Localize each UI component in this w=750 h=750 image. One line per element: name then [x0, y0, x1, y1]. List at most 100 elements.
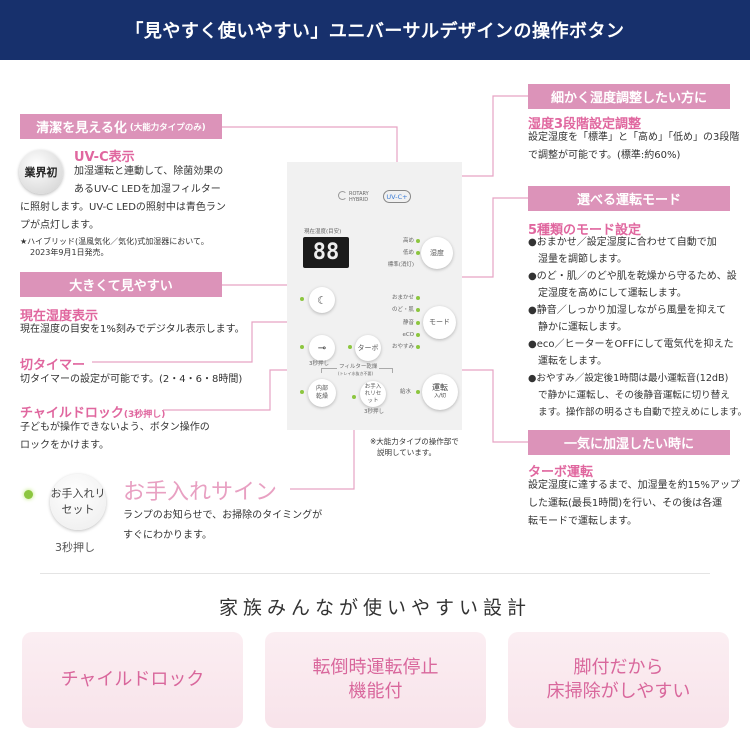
clean-box-note: (大能力タイプのみ) — [129, 122, 206, 133]
display-label: 現在湿度(目安) — [304, 229, 342, 235]
mode-item-line: 静かに運転します。 — [538, 322, 627, 333]
uvc-note: ★ハイブリッド(温風気化／気化)式加湿器において。 — [20, 237, 209, 246]
control-panel: ROTARY HYBRID UV-C+ 現在湿度(目安) 88 高め 低め 標準… — [287, 162, 462, 430]
humidity-level-standard: 標準(消灯) — [387, 262, 414, 268]
key-icon: ⊸ — [317, 342, 327, 354]
clean-box: 清潔を見える化(大能力タイプのみ) — [20, 114, 222, 139]
power-label: 運転 — [432, 383, 448, 392]
modes-heading: 5種類のモード設定 — [528, 223, 642, 238]
water-label: 給水 — [400, 389, 412, 395]
lamp-icon — [416, 251, 420, 255]
humidity-display: 88 — [303, 237, 349, 268]
mode-item-line: 定湿度を高めにして運転します。 — [538, 288, 687, 299]
humidity-heading: 湿度3段階設定調整 — [528, 117, 642, 132]
lamp-icon — [348, 345, 352, 349]
humidity-text: で調整が可能です。(標準:約60%) — [528, 150, 681, 161]
humidity-display-heading: 現在湿度表示 — [20, 309, 99, 324]
humidity-box: 細かく湿度調整したい方に — [528, 84, 730, 109]
timer-text: 切タイマーの設定が可能です。(2・4・6・8時間) — [20, 374, 243, 385]
mode-item-line: で静かに運転し、その後静音運転に切り替え — [538, 390, 730, 401]
uvc-text: プが点灯します。 — [20, 220, 99, 231]
card-line: 脚付だから — [573, 657, 664, 678]
child-lock-text: 子どもが操作できないよう、ボタン操作の — [20, 422, 210, 433]
turbo-box: 一気に加湿したい時に — [528, 430, 730, 455]
humidity-level-high: 高め — [402, 238, 414, 244]
page-title: 「見やすく使いやすい」ユニバーサルデザインの操作ボタン — [0, 0, 750, 60]
section-title: 家族みんなが使いやすい設計 — [218, 597, 531, 619]
mode-item: ●静音／しっかり加湿しながら風量を抑えて静かに運転します。 — [528, 302, 743, 336]
mode-item-line: ●おやすみ／設定後1時間は最小運転音(12dB) — [528, 373, 729, 384]
lock-hold-label: 3秒押し — [309, 361, 329, 367]
lamp-icon — [416, 239, 420, 243]
lamp-icon — [416, 345, 420, 349]
humidity-level-low: 低め — [402, 250, 414, 256]
lamp-icon — [300, 297, 304, 301]
feature-card-child-lock: チャイルドロック — [22, 632, 243, 728]
child-lock-heading-note: (3秒押し) — [123, 410, 166, 420]
lamp-icon — [416, 321, 420, 325]
timer-button[interactable]: ☾ — [309, 287, 335, 313]
modes-list: ●おまかせ／設定湿度に合わせて自動で加湿量を調節します。 ●のど・肌／のどや肌を… — [528, 234, 748, 421]
clean-box-label: 清潔を見える化 — [36, 121, 127, 136]
divider — [40, 573, 710, 574]
maintenance-text: すぐにわかります。 — [123, 530, 212, 541]
mode-nodo-hada: のど・肌 — [391, 307, 414, 313]
humidity-text: 設定湿度を「標準」と「高め」「低め」の3段階 — [528, 132, 740, 143]
mode-eco: eCO — [402, 332, 414, 338]
child-lock-heading-text: チャイルドロック — [20, 406, 124, 421]
child-lock-text: ロックをかけます。 — [20, 440, 109, 451]
mode-item-line: 湿量を調節します。 — [538, 254, 627, 265]
card-line: 機能付 — [348, 681, 403, 702]
rotary-hybrid-logo: ROTARY HYBRID — [349, 191, 369, 203]
humidity-display-text: 現在湿度の目安を1%刻みでデジタル表示します。 — [20, 324, 245, 335]
maintenance-sign-heading: お手入れサイン — [123, 480, 278, 505]
big-box: 大きくて見やすい — [20, 272, 222, 297]
maintenance-lamp-icon — [352, 395, 356, 399]
mode-item-line: ます。操作部の明るさも自動で控えめにします。 — [538, 407, 748, 418]
turbo-heading: ターボ運転 — [528, 465, 594, 480]
turbo-button[interactable]: ターボ — [355, 335, 381, 361]
rotary-hybrid-logo-icon — [338, 191, 347, 200]
turbo-text: した運転(最長1時間)を行い、その後は各運 — [528, 498, 723, 509]
lamp-icon — [416, 333, 420, 337]
mode-item: ●おやすみ／設定後1時間は最小運転音(12dB) で静かに運転し、その後静音運転に… — [528, 370, 748, 421]
mode-item: ●のど・肌／のどや肌を乾燥から守るため、設定湿度を高めにして運転します。 — [528, 268, 743, 302]
panel-maintenance-reset-button[interactable]: お手入れリセット — [360, 381, 386, 407]
timer-heading: 切タイマー — [20, 358, 86, 373]
lamp-icon — [300, 390, 304, 394]
mode-omakase: おまかせ — [391, 295, 414, 301]
uvc-heading: UV-C表示 — [74, 150, 135, 165]
child-lock-heading: チャイルドロック(3秒押し) — [20, 402, 165, 421]
power-button[interactable]: 運転入/切 — [422, 374, 458, 410]
uvc-text: あるUV-C LEDを加湿フィルター — [74, 184, 221, 195]
maintenance-reset-button[interactable]: お手入れリセット — [50, 474, 106, 530]
moon-icon: ☾ — [317, 293, 327, 307]
mode-quiet: 静音 — [402, 320, 414, 326]
feature-card-tip-over: 転倒時運転停止機能付 — [265, 632, 486, 728]
lamp-icon — [300, 345, 304, 349]
water-lamp-icon — [416, 390, 420, 394]
modes-box: 選べる運転モード — [528, 186, 730, 211]
uvc-indicator: UV-C+ — [383, 190, 411, 203]
mode-item: ●eco／ヒーターをOFFにして電気代を抑えた運転をします。 — [528, 336, 743, 370]
mode-item-line: ●静音／しっかり加湿しながら風量を抑えて — [528, 305, 727, 316]
card-line: 床掃除がしやすい — [546, 681, 691, 702]
filter-dry-sublabel: (トレイ水抜き不要) — [338, 371, 374, 376]
mode-item-line: 運転をします。 — [538, 356, 607, 367]
turbo-text: 転モードで運転します。 — [528, 516, 637, 527]
card-line: チャイルドロック — [60, 669, 205, 690]
maintenance-text: ランプのお知らせで、お掃除のタイミングが — [123, 510, 323, 521]
mode-button[interactable]: モード — [423, 306, 456, 339]
mode-item: ●おまかせ／設定湿度に合わせて自動で加湿量を調節します。 — [528, 234, 743, 268]
child-lock-button[interactable]: ⊸ — [309, 335, 335, 361]
mode-item-line: ●おまかせ／設定湿度に合わせて自動で加 — [528, 237, 717, 248]
power-sublabel: 入/切 — [434, 393, 446, 399]
mode-sleep: おやすみ — [391, 344, 414, 350]
uvc-note: 2023年9月1日発売。 — [30, 248, 109, 257]
turbo-text: 設定湿度に達するまで、加湿量を約15%アップ — [528, 480, 740, 491]
mode-item-line: ●eco／ヒーターをOFFにして電気代を抑えた — [528, 339, 734, 350]
internal-dry-button[interactable]: 内部乾燥 — [308, 379, 336, 407]
maintenance-hold-label: 3秒押し — [364, 409, 384, 415]
lamp-icon — [416, 296, 420, 300]
humidity-button[interactable]: 湿度 — [421, 237, 453, 269]
